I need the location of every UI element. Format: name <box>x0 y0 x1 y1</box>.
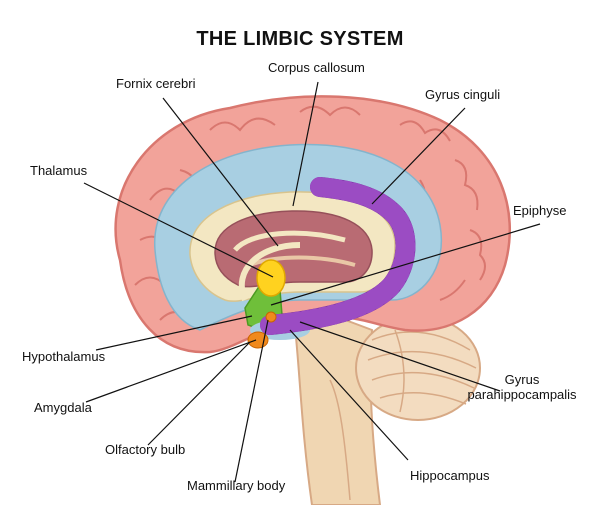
leader-lines <box>83 81 541 483</box>
label-fornix-cerebri: Fornix cerebri <box>116 76 196 91</box>
label-thalamus: Thalamus <box>30 163 88 178</box>
diagram-title: THE LIMBIC SYSTEM <box>196 28 404 50</box>
label-gyrus-parahippocampalis: Gyrus parahippocampalis <box>462 372 582 402</box>
label-epiphyse: Epiphyse <box>513 203 567 218</box>
label-gyrus-line1: Gyrus <box>504 372 540 387</box>
label-mammillary-body: Mammillary body <box>187 478 286 493</box>
label-hypothalamus: Hypothalamus <box>22 349 106 364</box>
label-gyrus-line2: parahippocampalis <box>467 387 577 402</box>
label-gyrus-cinguli: Gyrus cinguli <box>425 87 501 102</box>
mammillary-body <box>265 311 277 323</box>
label-corpus-callosum: Corpus callosum <box>268 60 365 75</box>
label-hippocampus: Hippocampus <box>410 468 490 483</box>
label-amygdala: Amygdala <box>34 400 92 415</box>
cerebellum <box>355 315 481 421</box>
thalamus <box>256 259 286 297</box>
label-olfactory-bulb: Olfactory bulb <box>105 442 186 457</box>
